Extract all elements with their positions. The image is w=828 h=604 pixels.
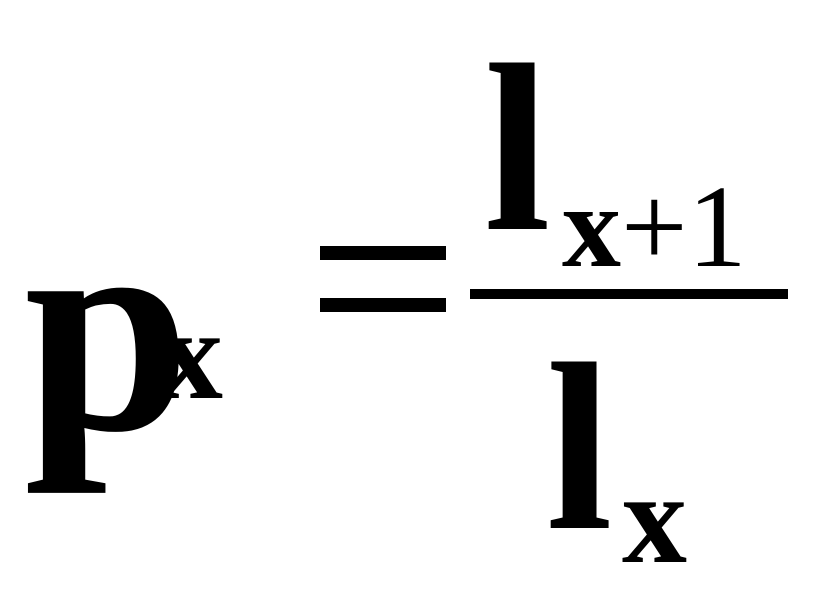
fraction-bar [470, 289, 788, 299]
denominator-subscript: x [622, 447, 687, 591]
numerator-subscript-var: x [562, 161, 621, 292]
equals-sign [320, 236, 446, 320]
numerator-subscript-number: 1 [687, 161, 747, 292]
lhs-variable: p [24, 162, 191, 494]
denominator-variable: l [546, 314, 613, 580]
numerator-variable: l [484, 15, 551, 281]
numerator-subscript: x+1 [562, 168, 747, 286]
equals-bar-bottom [320, 298, 446, 312]
numerator-subscript-operator: + [621, 161, 688, 292]
equals-bar-top [320, 246, 446, 260]
lhs-subscript: x [158, 283, 223, 427]
